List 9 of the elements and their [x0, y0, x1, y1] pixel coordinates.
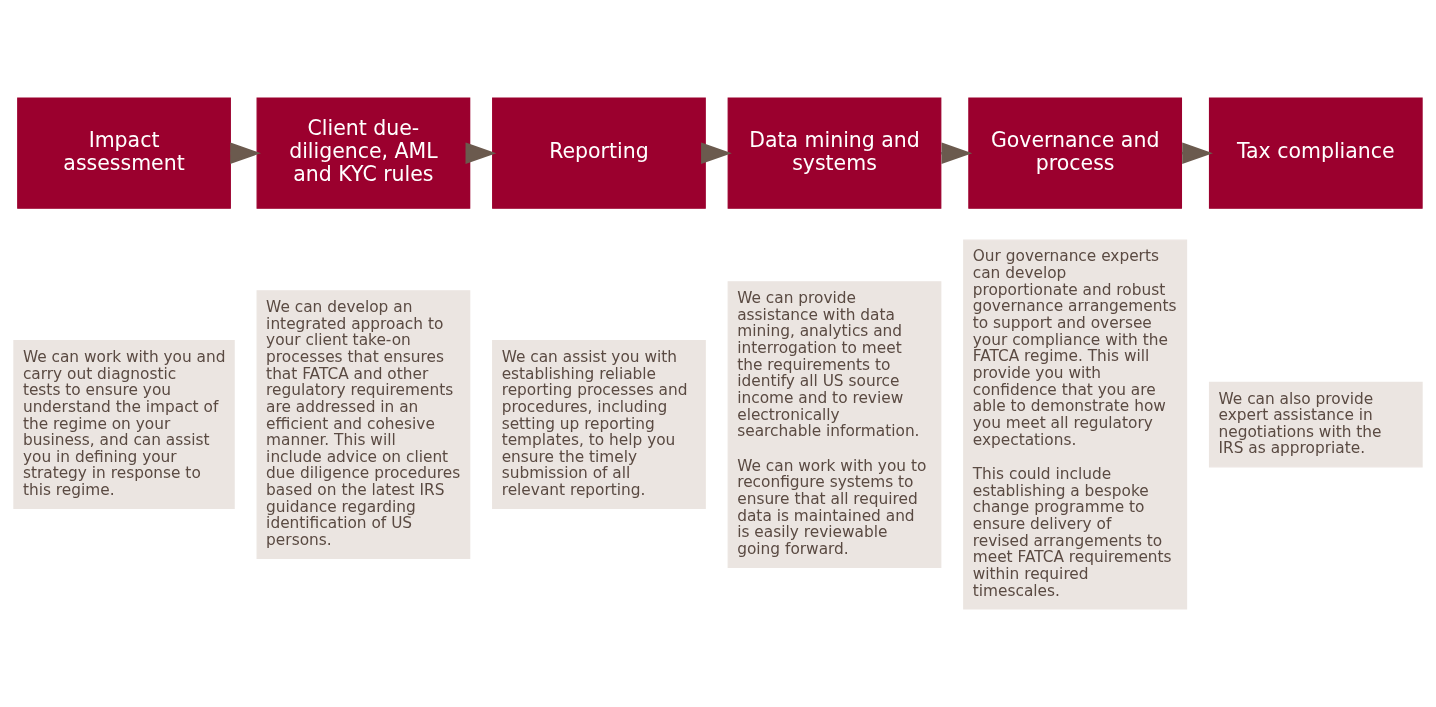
node-box: Tax compliance	[1208, 97, 1423, 209]
node-box: We can assist you with establishing reliable reporting processes and procedures, including setting up reporting templates, to help you ensure the timely submission of all relevant reporting.	[492, 340, 706, 510]
node-box: We can also provide expert assistance in negotiations with the IRS as appropriate.	[1208, 381, 1423, 468]
arrow	[701, 142, 732, 164]
node-box: We can provide assistance with data mining, analytics and interrogation to meet the requirements to identify all US source income and to review electronically searchable information. We can work with you to reconfigure systems to ensure that all required data is maintained and is easily reviewable going forward.	[727, 281, 942, 568]
node-box: We can develop an integrated approach to your client take-on processes that ensures that FATCA and other regulatory requirements are addressed in an efficient and cohesive manner. This will include advice on client due diligence procedures based on the latest IRS guidance regarding identification of US persons.	[256, 290, 471, 559]
node-box: Our governance experts can develop proportionate and robust governance arrangements to support and oversee your compliance with the FATCA regime. This will provide you with confidence that you are able to demonstrate how you meet all regulatory expectations. This could include establishing a bespoke change programme to ensure delivery of revised arrangements to meet FATCA requirements within required timescales.	[963, 239, 1188, 610]
arrow	[465, 142, 497, 164]
node-box: We can work with you and carry out diagnostic tests to ensure you understand the impact of the regime on your business, and can assist you in defining your strategy in response to this regime.	[13, 340, 235, 510]
